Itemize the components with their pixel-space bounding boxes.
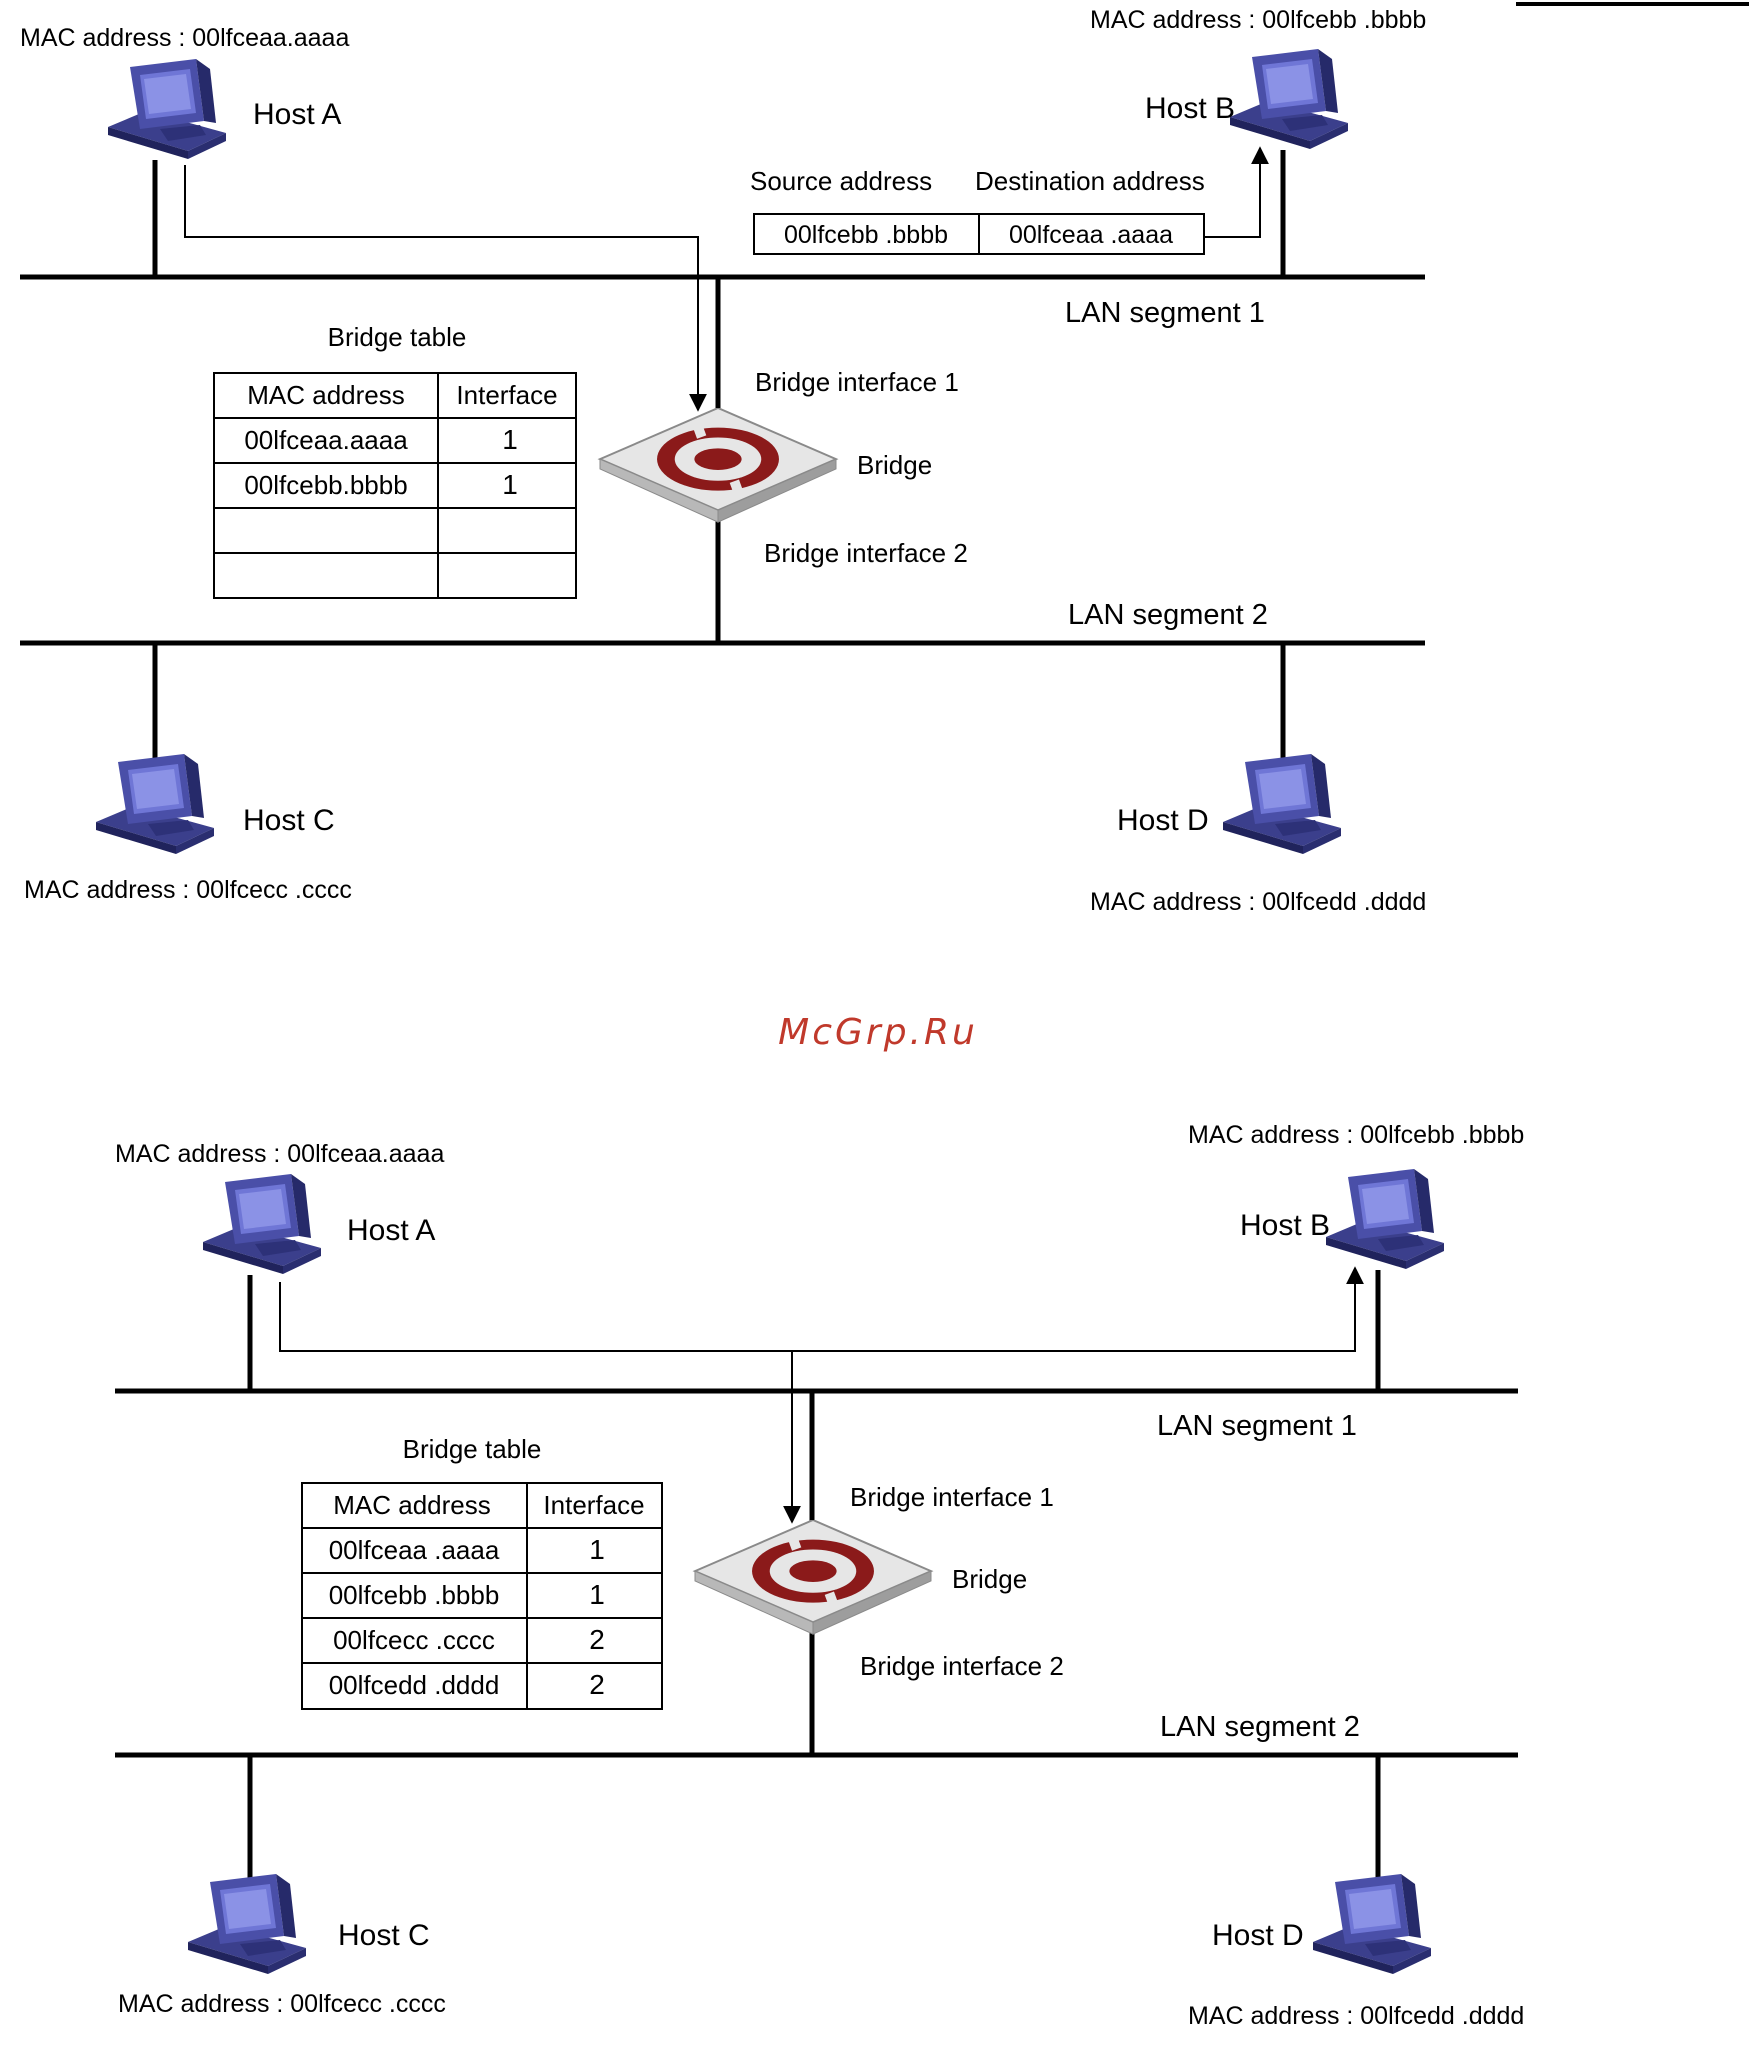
table-cell-interface: 2 [589, 1624, 605, 1655]
bridge-label: Bridge [952, 1564, 1027, 1594]
bridge-table-title: Bridge table [403, 1434, 542, 1464]
table-header-interface: Interface [543, 1490, 644, 1520]
watermark: McGrp.Ru [778, 1012, 978, 1053]
bridge-table: MAC address Interface 00lfceaa .aaaa 1 0… [301, 1482, 663, 1710]
host-d-mac: MAC address : 00lfcedd .dddd [1090, 888, 1426, 916]
frame-source-label: Source address [750, 166, 932, 196]
table-cell-interface: 1 [502, 469, 518, 500]
table-cell-mac: 00lfcebb .bbbb [329, 1580, 500, 1610]
frame-dest: 00lfceaa .aaaa [1009, 221, 1173, 249]
host-a-computer-icon [203, 1174, 321, 1274]
host-b-mac: MAC address : 00lfcebb .bbbb [1090, 6, 1426, 34]
lan-segment-1-label: LAN segment 1 [1157, 1410, 1357, 1442]
bridge-interface-1-label: Bridge interface 1 [755, 367, 959, 397]
host-b-label: Host B [1240, 1209, 1330, 1242]
bridge-label: Bridge [857, 450, 932, 480]
host-c-mac: MAC address : 00lfcecc .cccc [24, 876, 352, 904]
table-cell-interface: 2 [589, 1669, 605, 1700]
frame-source: 00lfcebb .bbbb [784, 221, 948, 249]
table-cell-mac: 00lfcecc .cccc [333, 1625, 495, 1655]
table-cell-mac: 00lfcebb.bbbb [244, 470, 407, 500]
host-c-computer-icon [96, 754, 214, 854]
host-a-mac: MAC address : 00lfceaa.aaaa [115, 1140, 444, 1168]
diagram-1: LAN segment 1 LAN segment 2 Source addre… [20, 6, 1426, 916]
frame-dest-label: Destination address [975, 166, 1205, 196]
host-b-label: Host B [1145, 92, 1235, 125]
lan-segment-2-label: LAN segment 2 [1160, 1711, 1360, 1743]
bridge-icon [598, 408, 838, 524]
host-c-label: Host C [243, 804, 335, 837]
lan-segment-1-label: LAN segment 1 [1065, 297, 1265, 329]
host-c-computer-icon [188, 1874, 306, 1974]
host-a-label: Host A [253, 98, 341, 131]
bridge-interface-1-label: Bridge interface 1 [850, 1482, 1054, 1512]
bridge-interface-2-label: Bridge interface 2 [860, 1651, 1064, 1681]
frame-path-to-bridge [279, 1282, 801, 1524]
bridge-table-title: Bridge table [328, 322, 467, 352]
frame-path-to-bridge [184, 165, 707, 412]
bridge-icon [693, 1520, 933, 1636]
table-header-mac: MAC address [247, 380, 405, 410]
host-c-label: Host C [338, 1919, 430, 1952]
host-b-computer-icon [1230, 49, 1348, 149]
bridge-interface-2-label: Bridge interface 2 [764, 538, 968, 568]
host-b-mac: MAC address : 00lfcebb .bbbb [1188, 1121, 1524, 1149]
table-cell-mac: 00lfcedd .dddd [329, 1670, 500, 1700]
host-b-computer-icon [1326, 1169, 1444, 1269]
table-cell-interface: 1 [589, 1579, 605, 1610]
host-d-label: Host D [1212, 1919, 1304, 1952]
table-cell-mac: 00lfceaa.aaaa [244, 425, 408, 455]
host-d-computer-icon [1223, 754, 1341, 854]
host-d-label: Host D [1117, 804, 1209, 837]
host-c-mac: MAC address : 00lfcecc .cccc [118, 1990, 446, 2018]
host-d-computer-icon [1313, 1874, 1431, 1974]
table-cell-interface: 1 [589, 1534, 605, 1565]
table-cell-interface: 1 [502, 424, 518, 455]
bridge-table: MAC address Interface 00lfceaa.aaaa 1 00… [213, 372, 577, 599]
table-cell-mac: 00lfceaa .aaaa [329, 1535, 500, 1565]
lan-segment-2-label: LAN segment 2 [1068, 599, 1268, 631]
table-header-interface: Interface [456, 380, 557, 410]
host-a-label: Host A [347, 1214, 435, 1247]
table-header-mac: MAC address [333, 1490, 491, 1520]
diagram-2: LAN segment 1 LAN segment 2 Bridge Bridg… [115, 1121, 1524, 2030]
frame-path-to-host-b [1204, 146, 1269, 238]
frame-path-to-host-b [792, 1266, 1364, 1352]
host-a-mac: MAC address : 00lfceaa.aaaa [20, 24, 349, 52]
host-d-mac: MAC address : 00lfcedd .dddd [1188, 2002, 1524, 2030]
host-a-computer-icon [108, 59, 226, 159]
